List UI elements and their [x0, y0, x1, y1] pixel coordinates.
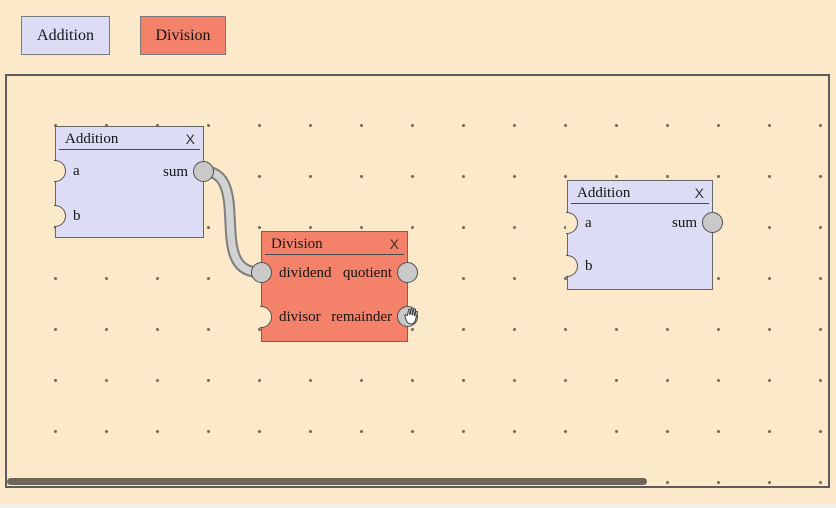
- title-divider: [265, 254, 404, 255]
- input-label-b: b: [73, 208, 81, 224]
- output-port-sum[interactable]: [702, 212, 723, 233]
- palette-addition-button[interactable]: Addition: [21, 16, 110, 55]
- addition-node-1[interactable]: Addition X a b sum: [54, 126, 214, 238]
- input-socket-a[interactable]: [54, 160, 66, 182]
- input-socket-a[interactable]: [566, 212, 578, 234]
- input-socket-b[interactable]: [54, 205, 66, 227]
- palette-division-label: Division: [155, 26, 211, 44]
- input-label-divisor: divisor: [279, 309, 321, 325]
- horizontal-scrollbar-thumb[interactable]: [7, 478, 647, 485]
- connection-wire[interactable]: [7, 76, 828, 486]
- output-port-quotient[interactable]: [397, 262, 418, 283]
- node-title: Division: [271, 236, 323, 252]
- page-bottom-edge: [0, 504, 836, 508]
- input-port-dividend[interactable]: [251, 262, 272, 283]
- input-label-b: b: [585, 258, 593, 274]
- output-port-sum[interactable]: [193, 161, 214, 182]
- title-divider: [59, 149, 200, 150]
- close-icon[interactable]: X: [185, 131, 195, 147]
- output-label-remainder: remainder: [331, 309, 392, 325]
- hand-cursor-icon: [404, 307, 418, 325]
- node-title: Addition: [577, 185, 631, 201]
- input-socket-b[interactable]: [566, 255, 578, 277]
- title-divider: [571, 203, 709, 204]
- input-socket-divisor[interactable]: [260, 306, 272, 328]
- close-icon[interactable]: X: [694, 185, 704, 201]
- output-label-sum: sum: [162, 164, 188, 180]
- node-title: Addition: [65, 131, 119, 147]
- division-node[interactable]: Division X dividend divisor quotient rem…: [251, 231, 418, 342]
- output-label-quotient: quotient: [342, 265, 392, 281]
- input-label-a: a: [73, 163, 80, 179]
- close-icon[interactable]: X: [389, 236, 399, 252]
- addition-node-2[interactable]: Addition X a b sum: [566, 180, 723, 290]
- palette-addition-label: Addition: [37, 26, 94, 44]
- input-label-dividend: dividend: [279, 265, 332, 281]
- output-label-sum: sum: [671, 215, 697, 231]
- palette-division-button[interactable]: Division: [140, 16, 226, 55]
- node-editor-canvas[interactable]: Addition X a b sum Division X dividend d…: [5, 74, 830, 488]
- input-label-a: a: [585, 215, 592, 231]
